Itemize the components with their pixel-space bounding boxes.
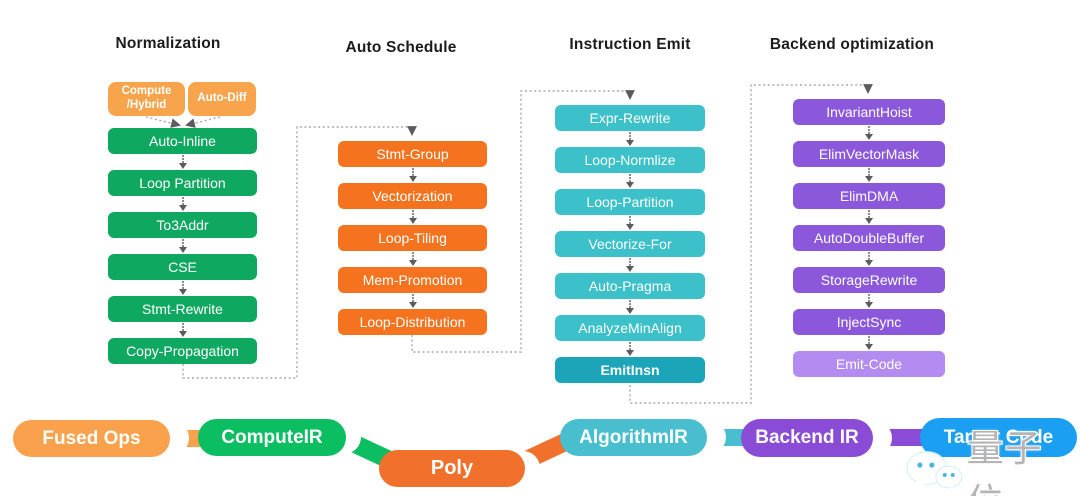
- arrow-autodiff-to-autoinline: [185, 116, 221, 128]
- arrow-down-icon: [793, 335, 945, 351]
- source-nodes: Compute /Hybrid Auto-Diff: [108, 82, 256, 116]
- node-vectorize-for: Vectorize-For: [555, 231, 705, 257]
- arrow-down-icon: [793, 209, 945, 225]
- arrow-down-icon: [555, 131, 705, 147]
- node-vectorization: Vectorization: [338, 183, 487, 209]
- node-loop-partition: Loop Partition: [108, 170, 257, 196]
- column-title-auto-schedule: Auto Schedule: [345, 39, 457, 56]
- arrow-down-icon: [793, 293, 945, 309]
- arrow-down-icon: [338, 251, 487, 267]
- arrow-down-icon: [108, 322, 257, 338]
- node-cse: CSE: [108, 254, 257, 280]
- column-title-normalization: Normalization: [115, 35, 221, 52]
- flow-node-backend-ir: Backend IR: [741, 419, 873, 457]
- node-to3addr: To3Addr: [108, 212, 257, 238]
- node-compute-hybrid: Compute /Hybrid: [108, 82, 185, 116]
- arrow-down-icon: [793, 167, 945, 183]
- node-emitinsn: EmitInsn: [555, 357, 705, 383]
- arrow-down-icon: [338, 167, 487, 183]
- flow-node-poly: Poly: [379, 450, 525, 487]
- node-stmt-rewrite: Stmt-Rewrite: [108, 296, 257, 322]
- flow-node-algorithm-ir: AlgorithmIR: [560, 419, 707, 456]
- node-invarianthoist: InvariantHoist: [793, 99, 945, 125]
- node-storagerewrite: StorageRewrite: [793, 267, 945, 293]
- node-auto-pragma: Auto-Pragma: [555, 273, 705, 299]
- node-autodoublebuffer: AutoDoubleBuffer: [793, 225, 945, 251]
- arrow-down-icon: [555, 215, 705, 231]
- node-elimvectormask: ElimVectorMask: [793, 141, 945, 167]
- arrow-down-icon: [793, 251, 945, 267]
- flow-node-compute-ir: ComputeIR: [198, 419, 346, 456]
- column-title-backend-optimization: Backend optimization: [769, 36, 935, 53]
- arrow-down-icon: [555, 257, 705, 273]
- node-label: /Hybrid: [126, 99, 167, 111]
- arrow-compute-to-autoinline: [145, 116, 181, 128]
- node-elimdma: ElimDMA: [793, 183, 945, 209]
- arrow-down-icon: [555, 299, 705, 315]
- node-label: Auto-Diff: [197, 92, 247, 105]
- arrow-down-icon: [338, 293, 487, 309]
- node-mem-promotion: Mem-Promotion: [338, 267, 487, 293]
- arrow-down-icon: [338, 209, 487, 225]
- node-injectsync: InjectSync: [793, 309, 945, 335]
- node-loop-distribution: Loop-Distribution: [338, 309, 487, 335]
- flow-node-fused-ops: Fused Ops: [13, 420, 170, 457]
- column-title-instruction-emit: Instruction Emit: [569, 36, 691, 53]
- arrow-down-icon: [108, 238, 257, 254]
- node-label: Compute: [121, 85, 172, 98]
- node-loop-tiling: Loop-Tiling: [338, 225, 487, 251]
- node-copy-propagation: Copy-Propagation: [108, 338, 257, 364]
- arrow-down-icon: [793, 125, 945, 141]
- node-auto-inline: Auto-Inline: [108, 128, 257, 154]
- arrow-down-icon: [108, 154, 257, 170]
- node-auto-diff: Auto-Diff: [188, 82, 256, 116]
- node-loop-normlize: Loop-Normlize: [555, 147, 705, 173]
- arrow-down-icon: [108, 280, 257, 296]
- node-stmt-group: Stmt-Group: [338, 141, 487, 167]
- arrow-down-icon: [108, 196, 257, 212]
- flow-node-target-code: Target Code: [920, 418, 1077, 457]
- node-emit-code: Emit-Code: [793, 351, 945, 377]
- node-loop-partition: Loop-Partition: [555, 189, 705, 215]
- arrow-down-icon: [555, 341, 705, 357]
- node-expr-rewrite: Expr-Rewrite: [555, 105, 705, 131]
- arrow-down-icon: [555, 173, 705, 189]
- node-analyzeminalign: AnalyzeMinAlign: [555, 315, 705, 341]
